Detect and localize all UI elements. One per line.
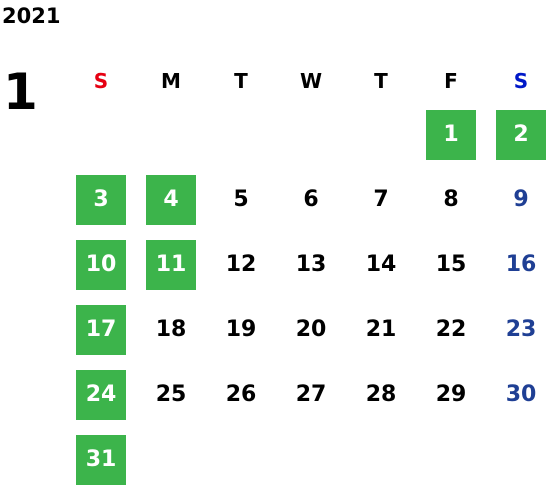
day-cell: 22 [416, 297, 486, 362]
day-13[interactable]: 13 [295, 252, 327, 277]
day-2[interactable]: 2 [496, 109, 546, 160]
day-cell [276, 102, 346, 167]
day-19[interactable]: 19 [225, 317, 257, 342]
day-12[interactable]: 12 [225, 252, 257, 277]
day-cell: 9 [486, 167, 548, 232]
day-5[interactable]: 5 [233, 187, 249, 212]
day-cell: 5 [206, 167, 276, 232]
day-cell: 2 [486, 102, 548, 167]
month-label: 1 [3, 63, 38, 121]
day-17[interactable]: 17 [76, 304, 126, 355]
day-cell [346, 427, 416, 492]
day-cell [206, 102, 276, 167]
day-cell [276, 427, 346, 492]
weekday-header-saturday: S [513, 69, 529, 93]
day-cell: 15 [416, 232, 486, 297]
day-7[interactable]: 7 [373, 187, 389, 212]
day-cell: 6 [276, 167, 346, 232]
day-cell: 20 [276, 297, 346, 362]
day-cell [136, 102, 206, 167]
day-cell: 18 [136, 297, 206, 362]
day-cell [66, 102, 136, 167]
day-cell: 7 [346, 167, 416, 232]
day-16[interactable]: 16 [505, 252, 537, 277]
day-cell: 31 [66, 427, 136, 492]
day-cell: 23 [486, 297, 548, 362]
day-1[interactable]: 1 [426, 109, 476, 160]
weekday-header-thursday: T [374, 69, 388, 93]
day-24[interactable]: 24 [76, 369, 126, 420]
day-cell [486, 427, 548, 492]
weekday-header-wednesday: W [299, 69, 323, 93]
day-cell: 3 [66, 167, 136, 232]
day-31[interactable]: 31 [76, 434, 126, 485]
day-cell: 13 [276, 232, 346, 297]
weekday-header-monday: M [161, 69, 181, 93]
day-cell: 11 [136, 232, 206, 297]
day-cell: 29 [416, 362, 486, 427]
year-label: 2021 [2, 4, 61, 28]
weekday-header-tuesday: T [234, 69, 248, 93]
weekday-header-friday: F [444, 69, 458, 93]
day-23[interactable]: 23 [505, 317, 537, 342]
day-15[interactable]: 15 [435, 252, 467, 277]
day-10[interactable]: 10 [76, 239, 126, 290]
day-3[interactable]: 3 [76, 174, 126, 225]
day-cell: 10 [66, 232, 136, 297]
day-cell: 19 [206, 297, 276, 362]
day-6[interactable]: 6 [303, 187, 319, 212]
day-22[interactable]: 22 [435, 317, 467, 342]
day-cell [136, 427, 206, 492]
day-cell: 12 [206, 232, 276, 297]
weekday-header-sunday: S [93, 69, 109, 93]
day-26[interactable]: 26 [225, 382, 257, 407]
day-cell: 16 [486, 232, 548, 297]
day-cell: 17 [66, 297, 136, 362]
day-4[interactable]: 4 [146, 174, 196, 225]
day-cell: 25 [136, 362, 206, 427]
day-cell: 1 [416, 102, 486, 167]
day-cell [416, 427, 486, 492]
day-cell: 27 [276, 362, 346, 427]
day-18[interactable]: 18 [155, 317, 187, 342]
day-27[interactable]: 27 [295, 382, 327, 407]
day-cell [346, 102, 416, 167]
day-cell [206, 427, 276, 492]
day-cell: 26 [206, 362, 276, 427]
day-11[interactable]: 11 [146, 239, 196, 290]
day-cell: 21 [346, 297, 416, 362]
day-30[interactable]: 30 [505, 382, 537, 407]
day-20[interactable]: 20 [295, 317, 327, 342]
day-8[interactable]: 8 [443, 187, 459, 212]
day-29[interactable]: 29 [435, 382, 467, 407]
day-cell: 14 [346, 232, 416, 297]
day-9[interactable]: 9 [513, 187, 529, 212]
day-14[interactable]: 14 [365, 252, 397, 277]
day-cell: 30 [486, 362, 548, 427]
day-cell: 8 [416, 167, 486, 232]
day-cell: 24 [66, 362, 136, 427]
day-21[interactable]: 21 [365, 317, 397, 342]
day-28[interactable]: 28 [365, 382, 397, 407]
day-cell: 4 [136, 167, 206, 232]
day-25[interactable]: 25 [155, 382, 187, 407]
day-cell: 28 [346, 362, 416, 427]
